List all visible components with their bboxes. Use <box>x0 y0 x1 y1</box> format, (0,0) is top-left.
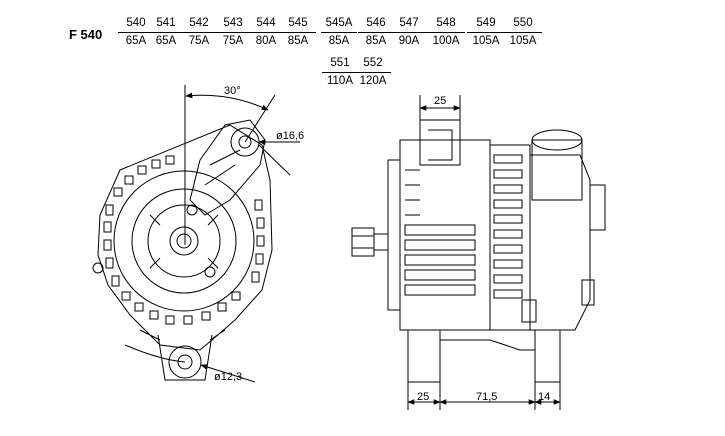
top-hole-diameter-label: ø16,6 <box>276 130 304 142</box>
variant-current: 105A <box>472 35 500 47</box>
front-bottom-hole-outer <box>168 345 202 379</box>
variant-code: 548 <box>427 16 465 33</box>
variant-code: 549 <box>467 16 505 33</box>
side-connector <box>589 184 606 231</box>
variant-551: 551 110A <box>322 56 358 89</box>
variant-550: 550 105A <box>504 16 542 49</box>
variant-code: 544 <box>248 16 284 33</box>
side-dimensions <box>407 95 561 410</box>
variant-code: 540 <box>118 16 154 33</box>
front-lower-lug <box>157 334 213 381</box>
variant-current: 65A <box>155 35 177 47</box>
variant-current: 75A <box>188 35 210 47</box>
variant-current: 75A <box>222 35 244 47</box>
variant-545a: 545A 85A <box>321 16 357 49</box>
variant-current: 85A <box>365 35 387 47</box>
side-regulator-top <box>531 129 583 151</box>
side-bottom-lug-front <box>407 330 441 383</box>
bottom-hole-leader <box>124 344 256 383</box>
variant-current: 100A <box>432 35 460 47</box>
side-view <box>351 119 606 383</box>
variant-code: 550 <box>504 16 542 33</box>
front-small-hole-b <box>204 266 216 278</box>
front-housing-outline <box>97 124 273 351</box>
variant-code: 542 <box>181 16 217 33</box>
front-small-hole-a <box>186 204 198 216</box>
variant-code: 546 <box>358 16 394 33</box>
side-front-fins <box>404 169 476 296</box>
front-top-hole-inner <box>238 135 252 149</box>
bottom-hole-diameter-label: ø12,3 <box>214 371 242 383</box>
bottom-middle-label: 71,5 <box>476 391 497 403</box>
side-regulator-cylinder <box>531 139 583 201</box>
variant-code: 545A <box>321 16 357 33</box>
bottom-left-label: 25 <box>417 391 429 403</box>
front-shaft-ring <box>169 226 199 256</box>
top-hole-leader <box>258 139 300 176</box>
front-shaft <box>176 233 192 249</box>
front-pulley-outer <box>131 188 237 294</box>
front-lower-ribs <box>139 329 226 341</box>
variant-current: 90A <box>398 35 420 47</box>
front-fin-ring <box>103 155 265 325</box>
variant-current: 65A <box>125 35 147 47</box>
bottom-right-label: 14 <box>538 391 550 403</box>
side-rear-cover <box>529 154 591 331</box>
variant-552: 552 120A <box>355 56 391 89</box>
front-pulley-mid <box>147 204 221 278</box>
side-shaft-nut <box>351 227 375 257</box>
side-bottom-bridge <box>440 339 535 351</box>
side-top-lug-inner <box>428 129 453 161</box>
side-rear-fins <box>493 154 523 299</box>
angle-label: 30° <box>224 85 241 97</box>
side-shaft <box>373 233 389 251</box>
variant-code: 551 <box>322 56 358 73</box>
side-terminal <box>581 279 595 306</box>
side-rear-stud <box>521 299 537 323</box>
variant-current: 80A <box>255 35 277 47</box>
model-code: F 540 <box>69 27 103 42</box>
variant-code: 547 <box>391 16 427 33</box>
variant-code: 545 <box>280 16 316 33</box>
front-spokes <box>149 214 219 269</box>
variant-548: 548 100A <box>427 16 465 49</box>
variant-code: 552 <box>355 56 391 73</box>
angle-incline-ref <box>244 94 276 143</box>
front-view <box>92 119 273 381</box>
variant-549: 549 105A <box>467 16 505 49</box>
variant-code: 541 <box>148 16 184 33</box>
variant-current: 85A <box>287 35 309 47</box>
angle-arc <box>185 92 269 111</box>
side-top-lug <box>419 119 461 166</box>
front-bottom-hole-inner <box>177 354 193 370</box>
front-upper-arm <box>189 119 266 216</box>
front-arm-rib <box>204 149 241 186</box>
angle-dimension <box>184 85 276 245</box>
side-front-flange <box>387 159 401 311</box>
front-inner-ring <box>113 170 255 312</box>
variant-current: 85A <box>328 35 350 47</box>
variant-current: 120A <box>359 75 387 87</box>
variant-code: 543 <box>215 16 251 33</box>
front-small-hole-c <box>92 262 104 274</box>
variant-current: 105A <box>509 35 537 47</box>
top-lug-width-label: 25 <box>434 95 446 107</box>
side-nut-lines <box>352 235 374 249</box>
variant-current: 110A <box>326 75 353 87</box>
side-bottom-lug-rear <box>534 330 561 383</box>
